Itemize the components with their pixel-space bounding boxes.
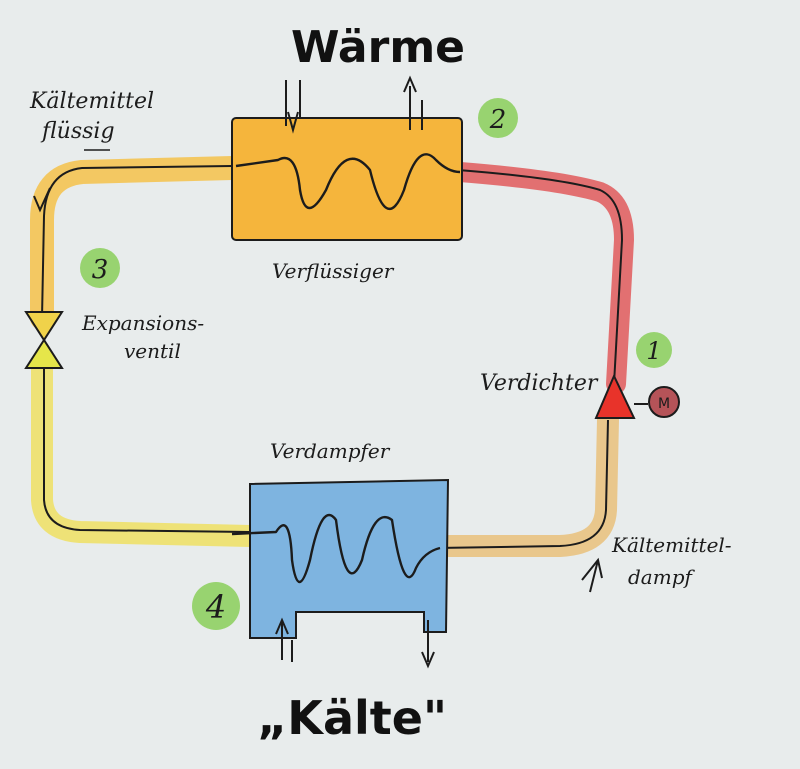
step-circle-4 <box>192 582 240 630</box>
expansion-valve-label-line2: ventil <box>124 339 181 363</box>
condenser-box <box>231 117 463 241</box>
compressor: M <box>594 373 680 419</box>
evaporator <box>231 478 450 669</box>
evaporator-label: Verdampfer <box>270 439 391 463</box>
liquid-refrigerant-label-line1: Kältemittel <box>29 89 154 114</box>
cold-outlet-arrow <box>421 620 435 669</box>
pipes <box>30 156 634 557</box>
condenser-coil <box>235 153 461 211</box>
flow-arrow-vapor <box>581 557 603 581</box>
liquid-refrigerant-label-line2: flüssig <box>40 119 115 144</box>
motor-circle <box>648 386 680 418</box>
suction-line <box>429 409 619 557</box>
valve-top-triangle <box>24 311 64 342</box>
expansion-valve <box>24 311 64 369</box>
valve-bottom-triangle <box>24 338 64 369</box>
step-number-2: 2 <box>489 105 507 135</box>
evaporator-coil <box>231 513 441 583</box>
heat-title: Wärme <box>291 22 465 73</box>
cold-title: „Kälte" <box>257 691 447 745</box>
compressor-triangle <box>594 373 636 419</box>
flow-arrow-liquid <box>33 187 51 213</box>
heat-outlet-arrow <box>403 75 423 130</box>
liquid-line <box>30 156 244 330</box>
compressor-label: Verdichter <box>480 371 599 396</box>
expansion-line <box>31 351 261 547</box>
evaporator-box <box>249 478 450 639</box>
step-number-1: 1 <box>646 337 661 365</box>
step-circle-1 <box>636 332 672 368</box>
expansion-valve-label-line1: Expansions- <box>81 311 204 335</box>
vapor-refrigerant-label-line2: dampf <box>628 565 695 589</box>
vapor-refrigerant-label-line1: Kältemittel- <box>611 533 732 557</box>
cold-inlet-arrow <box>275 617 293 662</box>
motor-label: M <box>658 396 670 412</box>
step-number-4: 4 <box>205 588 226 626</box>
step-markers: 2 3 1 4 <box>80 98 672 630</box>
condenser <box>231 75 463 241</box>
step-circle-3 <box>80 248 120 288</box>
condenser-label: Verflüssiger <box>272 259 395 283</box>
hot-gas-line <box>450 162 634 394</box>
heat-inlet-arrow <box>285 80 301 134</box>
step-number-3: 3 <box>92 255 109 285</box>
step-circle-2 <box>478 98 518 138</box>
